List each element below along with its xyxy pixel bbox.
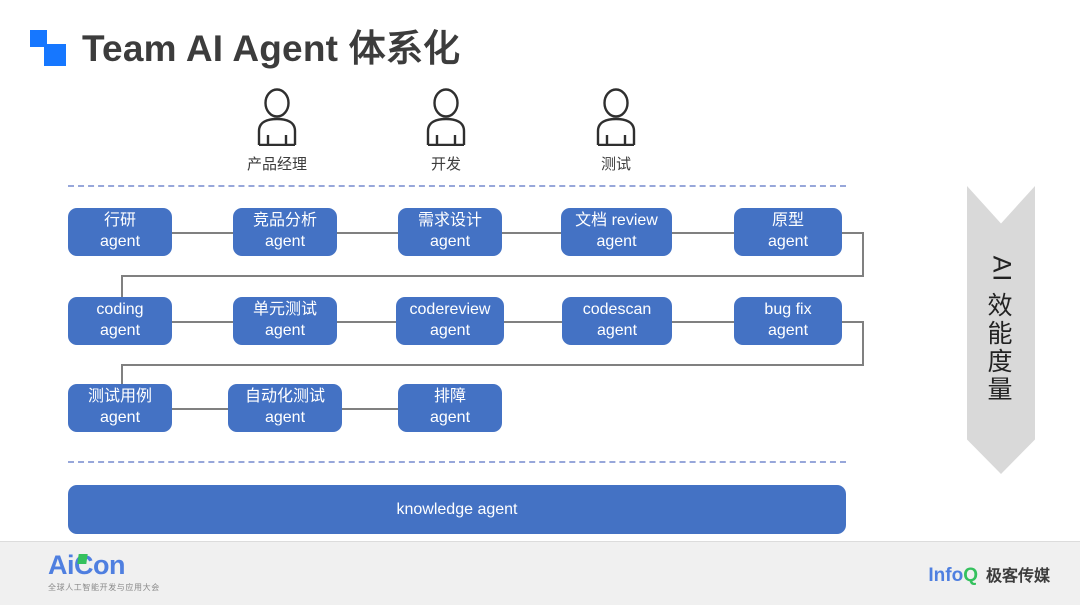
connector-r2-4 — [672, 321, 734, 323]
banner-cjk-char-3: 度 — [987, 347, 1015, 376]
connector-r2-wrap-out — [842, 321, 864, 323]
connector-r1-4 — [672, 232, 734, 234]
divider-top — [68, 185, 846, 187]
connector-r1-wrap-out — [842, 232, 864, 234]
agent-name: bug fix — [764, 301, 812, 319]
ai-efficiency-banner: AI 效 能 度 量 — [967, 186, 1035, 474]
person-icon — [257, 88, 297, 146]
agent-box[interactable]: 行研 agent — [68, 208, 172, 256]
connector-r1-wrap-in — [121, 275, 123, 297]
divider-bottom — [68, 461, 846, 463]
agent-box[interactable]: 原型 agent — [734, 208, 842, 256]
knowledge-agent-bar[interactable]: knowledge agent — [68, 485, 846, 534]
agent-name: 自动化测试 — [244, 388, 325, 406]
connector-r2-wrap-back — [121, 364, 864, 366]
agent-name: 原型 — [771, 212, 804, 230]
connector-r3-1 — [172, 408, 228, 410]
aicon-logo: AiCon 全球人工智能开发与应用大会 — [48, 552, 160, 593]
agent-suffix: agent — [99, 409, 141, 426]
agent-box[interactable]: bug fix agent — [734, 297, 842, 345]
agent-name: 文档 review — [575, 212, 658, 230]
infoq-q-text: Q — [963, 565, 978, 586]
connector-r1-wrap-down — [862, 232, 864, 276]
page-title: Team AI Agent 体系化 — [82, 27, 461, 69]
agent-name: 单元测试 — [252, 301, 317, 319]
agent-suffix: agent — [99, 233, 141, 250]
connector-r2-wrap-in — [121, 364, 123, 386]
agent-suffix: agent — [596, 322, 638, 339]
agent-suffix: agent — [264, 322, 306, 339]
connector-r1-wrap-back — [121, 275, 864, 277]
agent-name: 行研 — [103, 212, 136, 230]
infoq-cn-text: 极客传媒 — [985, 568, 1050, 585]
connector-r2-3 — [504, 321, 562, 323]
agent-box[interactable]: 自动化测试 agent — [228, 384, 342, 432]
agent-box[interactable]: 文档 review agent — [561, 208, 672, 256]
banner-latin-text: AI — [987, 255, 1016, 283]
agent-suffix: agent — [264, 409, 306, 426]
aicon-green-accent-icon — [77, 554, 88, 564]
agent-suffix: agent — [429, 409, 471, 426]
logo-square-large — [44, 44, 66, 66]
role-label: 产品经理 — [246, 156, 307, 173]
person-icon — [596, 88, 636, 146]
agent-name: codereview — [409, 301, 491, 319]
agent-suffix: agent — [264, 233, 306, 250]
agent-name: 排障 — [433, 388, 466, 406]
knowledge-agent-label: knowledge agent — [396, 500, 518, 518]
connector-r3-2 — [342, 408, 398, 410]
agent-box[interactable]: codescan agent — [562, 297, 672, 345]
agent-suffix: agent — [596, 233, 637, 250]
logo-square-small — [30, 30, 47, 47]
agent-box[interactable]: 竞品分析 agent — [233, 208, 337, 256]
agent-name: coding — [96, 301, 144, 319]
agent-box[interactable]: 单元测试 agent — [233, 297, 337, 345]
banner-cjk-char-2: 能 — [987, 319, 1015, 348]
role-product-manager: 产品经理 — [222, 88, 332, 174]
agent-name: 需求设计 — [417, 212, 482, 230]
agent-box[interactable]: 需求设计 agent — [398, 208, 502, 256]
infoq-info-text: Info — [928, 565, 964, 586]
agent-suffix: agent — [429, 322, 471, 339]
page-header: Team AI Agent 体系化 — [28, 28, 460, 68]
agent-suffix: agent — [767, 233, 809, 250]
agent-suffix: agent — [429, 233, 471, 250]
person-icon — [426, 88, 466, 146]
squares-logo-icon — [28, 28, 68, 68]
agent-box[interactable]: 测试用例 agent — [68, 384, 172, 432]
agent-name: 竞品分析 — [252, 212, 317, 230]
footer-bar: AiCon 全球人工智能开发与应用大会 Info Q 极客传媒 — [0, 541, 1080, 605]
banner-ribbon-shape — [967, 186, 1035, 474]
connector-r1-2 — [337, 232, 398, 234]
agent-name: codescan — [582, 301, 652, 319]
connector-r1-1 — [172, 232, 233, 234]
banner-text: AI 效 能 度 量 — [967, 186, 1035, 474]
aicon-wordmark: AiCon — [48, 552, 160, 579]
connector-r1-3 — [502, 232, 561, 234]
connector-r2-1 — [172, 321, 233, 323]
agent-box[interactable]: coding agent — [68, 297, 172, 345]
agent-box[interactable]: codereview agent — [396, 297, 504, 345]
agent-suffix: agent — [99, 322, 141, 339]
infoq-logo: Info Q 极客传媒 — [928, 566, 1050, 585]
aicon-subtitle: 全球人工智能开发与应用大会 — [48, 583, 160, 592]
role-development: 开发 — [391, 88, 501, 174]
connector-r2-2 — [337, 321, 396, 323]
agent-suffix: agent — [767, 322, 809, 339]
banner-cjk-char-4: 量 — [987, 375, 1015, 404]
banner-cjk-char-1: 效 — [987, 291, 1015, 320]
connector-r2-wrap-down — [862, 321, 864, 365]
agent-name: 测试用例 — [87, 388, 152, 406]
role-testing: 测试 — [561, 88, 671, 174]
role-label: 测试 — [600, 156, 631, 173]
role-label: 开发 — [430, 156, 461, 173]
agent-box[interactable]: 排障 agent — [398, 384, 502, 432]
